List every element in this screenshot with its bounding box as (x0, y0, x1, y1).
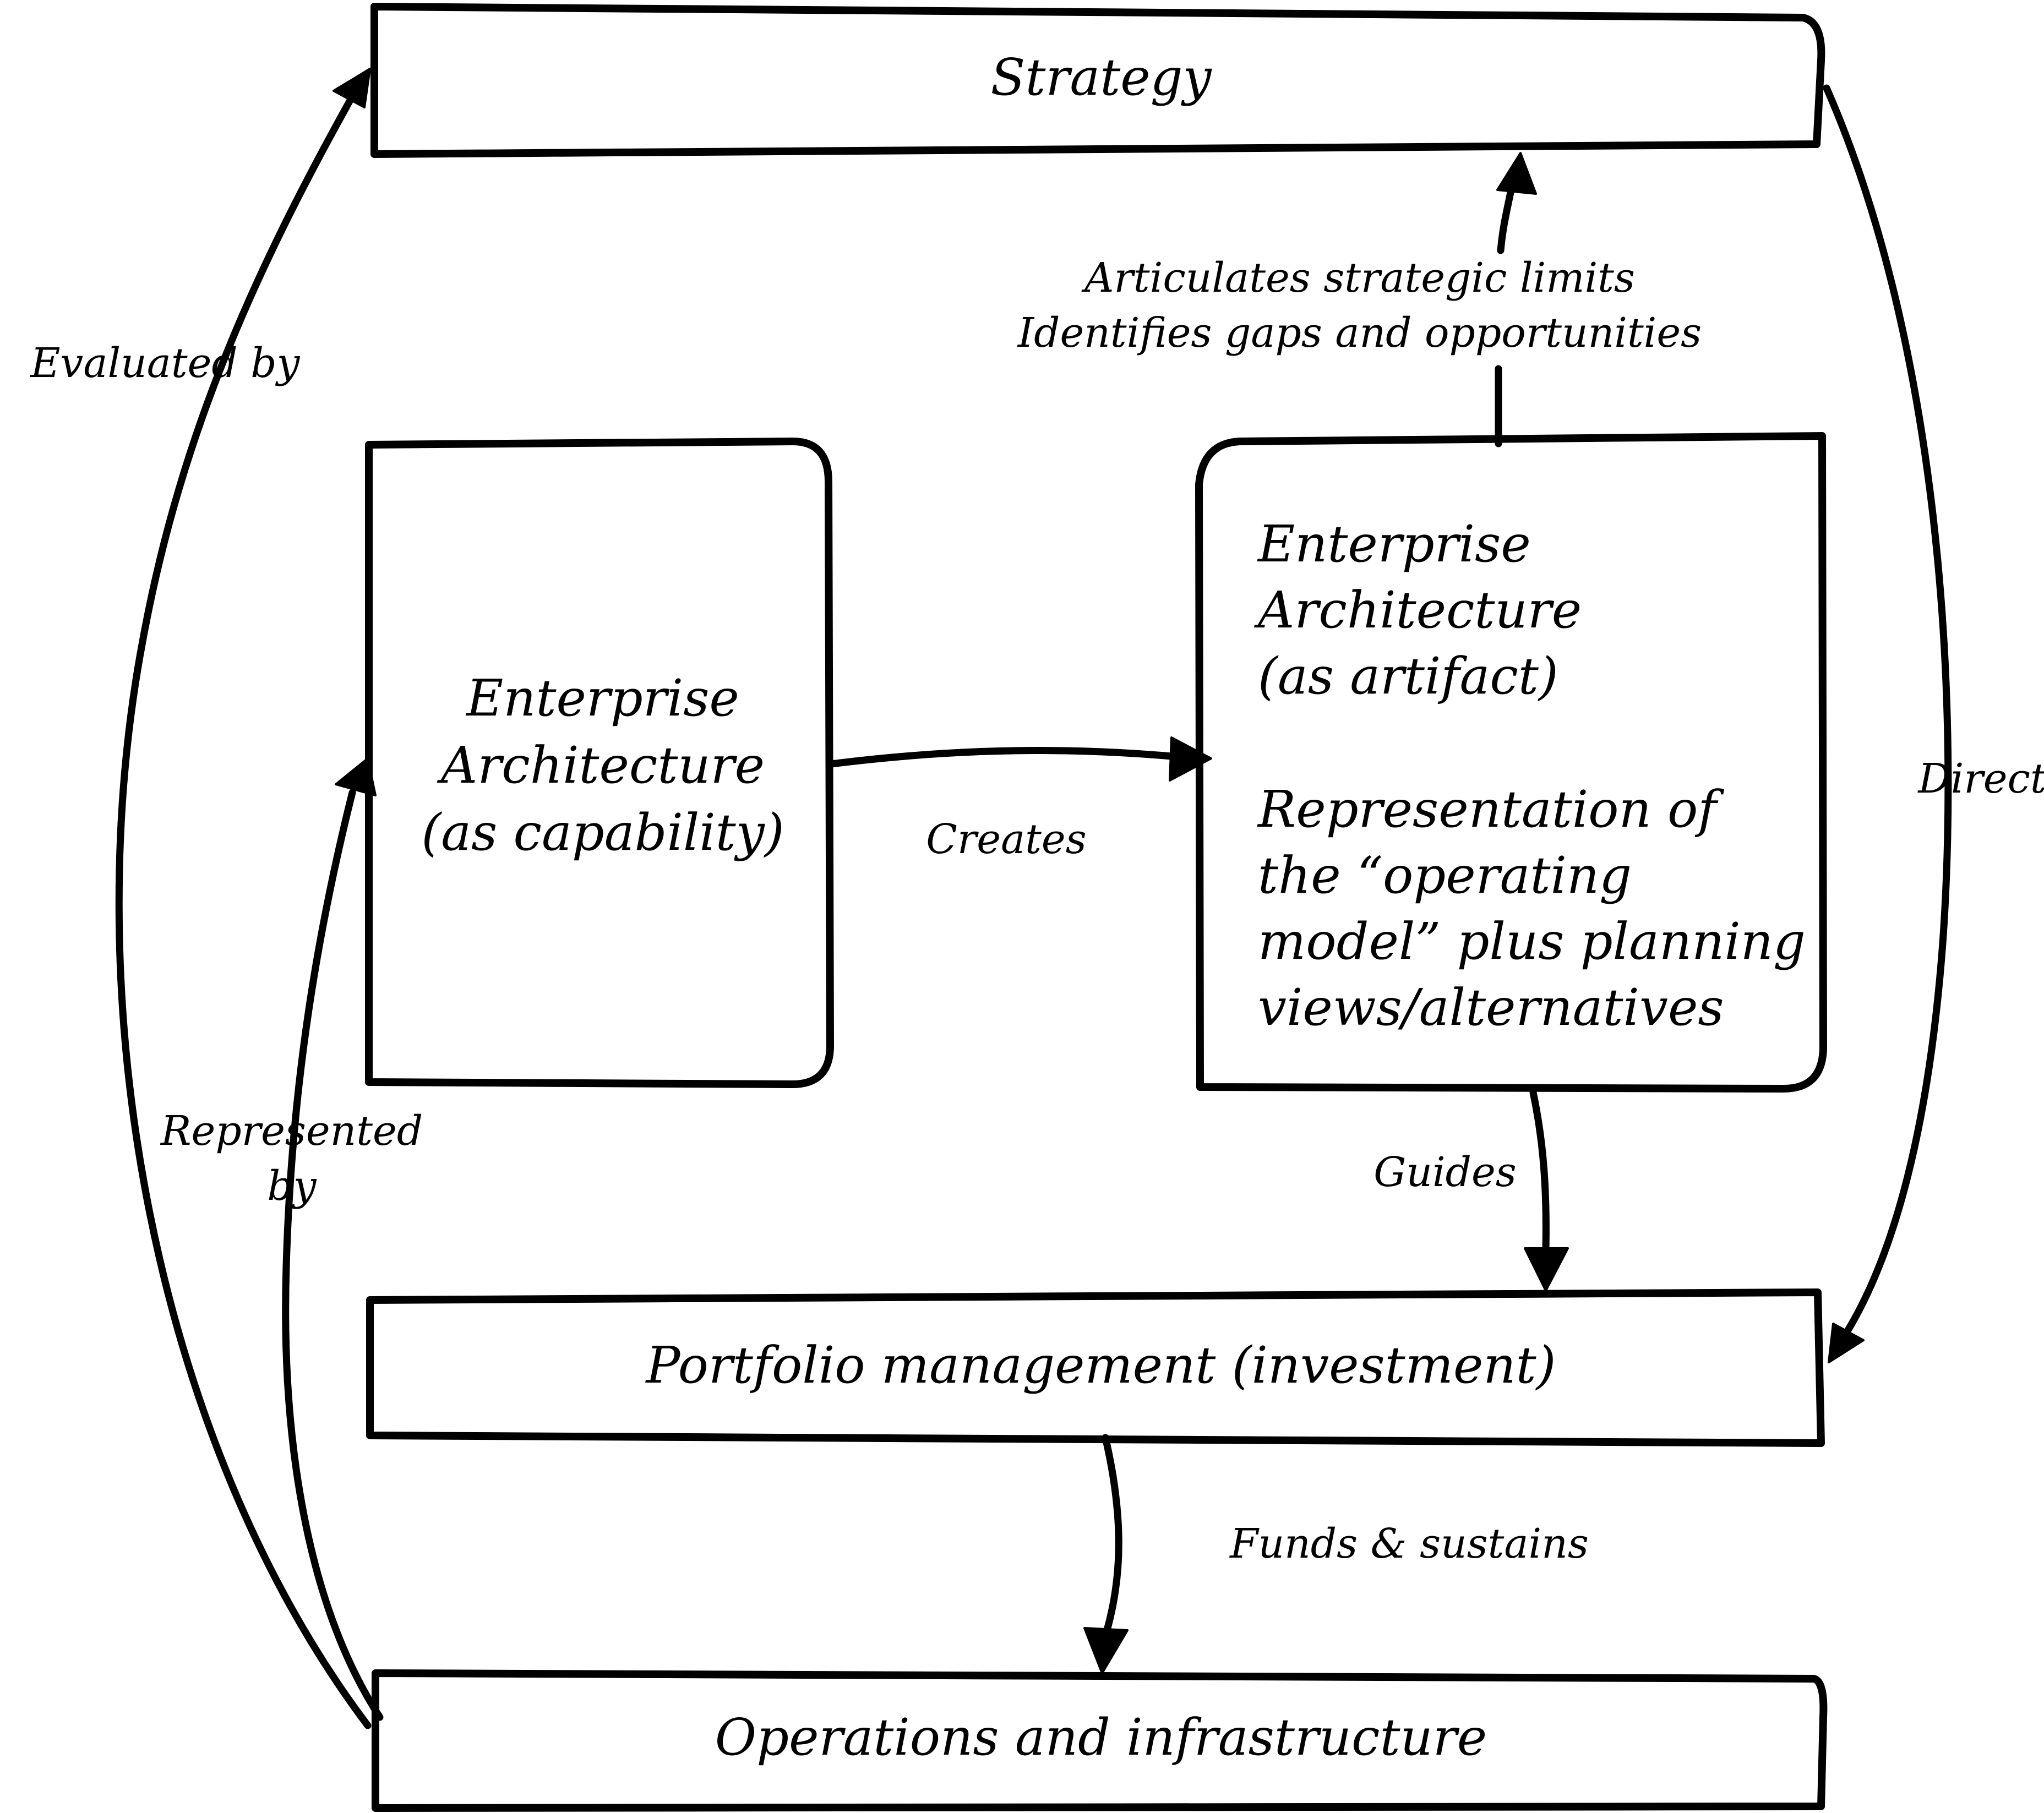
edge-evaluated-by: Evaluated by (30, 68, 372, 1729)
articulates-label-line-2: Identifies gaps and opportunities (1017, 309, 1702, 357)
funds-sustains-label: Funds & sustains (1229, 1520, 1589, 1568)
edge-funds-sustains: Funds & sustains (1083, 1434, 1589, 1674)
evaluated-by-line (115, 92, 372, 1729)
ea-artifact-desc-line-1: Representation of (1257, 780, 1724, 839)
ea-capability-box (365, 438, 834, 1089)
evaluated-by-arrowhead (333, 68, 371, 108)
ea-artifact-line-3: (as artifact) (1258, 647, 1558, 706)
portfolio-box (366, 1288, 1825, 1447)
articulates-line-upper (1497, 183, 1516, 254)
represented-by-label-line-1: Represented (160, 1107, 423, 1155)
creates-arrowhead (1169, 736, 1212, 782)
ea-artifact-box (1195, 432, 1827, 1093)
directs-label: Directs (1917, 755, 2044, 802)
represented-by-line (282, 789, 384, 1721)
evaluated-by-label: Evaluated by (30, 340, 301, 387)
ea-artifact-node[interactable]: Enterprise Architecture (as artifact) Re… (1195, 432, 1827, 1093)
portfolio-label: Portfolio management (investment) (645, 1336, 1556, 1395)
guides-label: Guides (1373, 1149, 1517, 1196)
ea-capability-line-1: Enterprise (465, 669, 739, 728)
funds-sustains-arrowhead (1083, 1627, 1129, 1674)
creates-line (827, 747, 1182, 768)
directs-arrowhead (1828, 1323, 1865, 1363)
ea-capability-line-3: (as capability) (421, 803, 784, 862)
ea-artifact-line-2: Architecture (1253, 581, 1582, 640)
represented-by-label-line-2: by (267, 1162, 317, 1210)
articulates-label-line-1: Articulates strategic limits (1081, 254, 1635, 302)
directs-line (1823, 84, 1952, 1336)
strategy-box (370, 3, 1825, 158)
creates-label: Creates (926, 816, 1086, 863)
portfolio-node[interactable]: Portfolio management (investment) (366, 1288, 1825, 1447)
strategy-label: Strategy (990, 48, 1212, 107)
edge-guides: Guides (1373, 1089, 1569, 1292)
ea-capability-line-2: Architecture (437, 736, 765, 795)
ea-artifact-desc-line-2: the “operating (1258, 846, 1632, 905)
funds-sustains-line (1102, 1434, 1122, 1636)
edge-directs: Directs (1823, 84, 2044, 1363)
represented-by-arrowhead (335, 757, 377, 796)
guides-line (1529, 1089, 1550, 1253)
ea-artifact-line-1: Enterprise (1257, 515, 1531, 574)
strategy-node[interactable]: Strategy (370, 3, 1825, 158)
ea-artifact-desc-line-4: views/alternatives (1258, 978, 1724, 1037)
guides-arrowhead (1524, 1247, 1569, 1292)
operations-box (372, 1669, 1828, 1812)
operations-node[interactable]: Operations and infrastructure (372, 1669, 1828, 1812)
ea-capability-node[interactable]: Enterprise Architecture (as capability) (365, 438, 834, 1089)
edge-articulates: Articulates strategic limits Identifies … (1017, 152, 1702, 447)
operations-label: Operations and infrastructure (715, 1708, 1487, 1767)
edge-represented-by: Represented by (160, 757, 423, 1721)
articulates-arrowhead (1496, 152, 1537, 195)
ea-artifact-desc-line-3: model” plus planning (1258, 912, 1806, 971)
edge-creates: Creates (827, 736, 1212, 863)
